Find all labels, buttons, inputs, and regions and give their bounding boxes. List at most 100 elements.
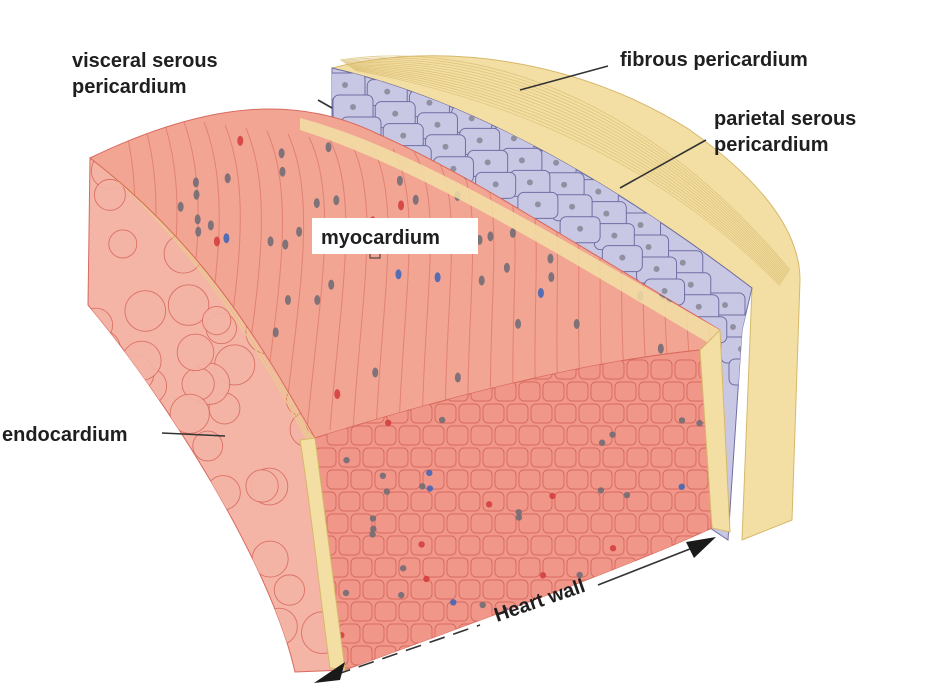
- cross-section-cell: [350, 425, 373, 446]
- muscle-nucleus: [267, 236, 274, 247]
- parietal-serous-label-line1: parietal serous: [714, 108, 856, 130]
- endocardial-cell: [202, 305, 232, 336]
- cross-section-cell: [626, 359, 649, 380]
- muscle-nucleus: [207, 220, 214, 231]
- endocardial-cell: [108, 229, 138, 259]
- muscle-nucleus: [547, 253, 554, 264]
- cross-section-nucleus: [419, 483, 426, 490]
- endocardial-cell: [169, 487, 209, 527]
- endocardial-cell: [88, 527, 111, 564]
- parietal-nucleus: [619, 254, 626, 261]
- cross-section-cell: [434, 535, 457, 556]
- cross-section-cell: [434, 667, 457, 670]
- muscle-nucleus: [396, 175, 403, 186]
- parietal-nucleus: [569, 203, 576, 210]
- cross-section-cell: [626, 579, 649, 600]
- cross-section-nucleus: [515, 509, 522, 516]
- cross-section-cell: [542, 469, 565, 490]
- cross-section-cell: [542, 381, 565, 402]
- cross-section-nucleus: [438, 416, 446, 424]
- cross-section-cell: [386, 447, 409, 468]
- cross-section-nucleus: [539, 572, 547, 579]
- parietal-nucleus: [434, 121, 441, 128]
- cross-section-nucleus: [379, 472, 387, 479]
- cross-section-cell: [470, 513, 493, 534]
- parietal-nucleus: [722, 302, 728, 308]
- cross-section-cell: [638, 381, 661, 402]
- cross-section-cell: [362, 579, 385, 600]
- leader-fibrous: [519, 65, 609, 91]
- cross-section-cell: [554, 491, 577, 512]
- muscle-nucleus: [537, 287, 544, 298]
- cross-section-cell: [410, 579, 433, 600]
- cross-section-nucleus: [685, 613, 692, 620]
- cross-section-nucleus: [370, 525, 377, 533]
- muscle-fiber: [306, 136, 326, 431]
- cross-section-nucleus: [369, 515, 377, 522]
- cross-section-cell: [458, 447, 481, 468]
- cross-section-nucleus: [623, 491, 631, 499]
- endocardial-cell: [96, 364, 142, 409]
- parietal-nucleus: [526, 179, 533, 186]
- muscle-fiber: [392, 148, 410, 431]
- cross-section-cell: [362, 667, 385, 670]
- cross-section-nucleus: [383, 488, 390, 495]
- fibrous-strands: [339, 55, 791, 286]
- cross-section-cell: [686, 557, 709, 578]
- cross-section-cell: [482, 491, 505, 512]
- muscle-nucleus: [487, 231, 494, 242]
- cross-section-nucleus: [398, 591, 405, 599]
- cross-section-cell: [434, 447, 457, 468]
- cross-section-cell: [710, 601, 712, 622]
- cross-section-cell: [554, 447, 577, 468]
- cross-section-cell: [626, 535, 649, 556]
- muscle-nucleus: [334, 389, 341, 400]
- cross-section-nucleus: [549, 492, 556, 500]
- cross-section-cell: [650, 623, 673, 644]
- cross-section-cell: [494, 513, 517, 534]
- fibrous-strand: [354, 69, 781, 285]
- cross-section-cell: [446, 469, 469, 490]
- cross-section-cell: [482, 535, 505, 556]
- cross-section-nucleus: [678, 417, 686, 424]
- cross-section-cell: [626, 491, 649, 512]
- cross-section-cell: [638, 513, 661, 534]
- fibrous-strand: [344, 62, 788, 276]
- muscle-fiber: [434, 154, 453, 431]
- endocardial-cell: [107, 500, 148, 541]
- cross-section-cell: [602, 667, 625, 670]
- fibrous-strand: [350, 66, 784, 282]
- cross-section-cell: [710, 557, 712, 578]
- cross-section-cell: [506, 623, 529, 644]
- cross-section-cell: [482, 667, 505, 670]
- cross-section-cell: [590, 513, 613, 534]
- endocardial-cell: [176, 589, 217, 631]
- leader-parietal: [619, 139, 707, 189]
- fibrous-strand: [345, 63, 787, 277]
- parietal-nucleus: [611, 232, 618, 239]
- cross-section-cell: [662, 645, 685, 666]
- cross-section-cell: [386, 623, 409, 644]
- muscle-nucleus: [478, 275, 485, 286]
- fibrous-strand: [347, 64, 786, 278]
- cross-section-cell: [626, 447, 649, 468]
- cross-section-nucleus: [343, 456, 350, 464]
- parietal-nucleus: [442, 143, 449, 150]
- endocardial-cell: [273, 574, 305, 606]
- fibrous-strand: [343, 60, 788, 274]
- cross-section-cell: [542, 645, 565, 666]
- cross-section-nucleus: [598, 439, 606, 446]
- cross-section-cell: [662, 425, 685, 446]
- endocardial-cell: [92, 616, 126, 649]
- fibrous-strand: [348, 65, 785, 279]
- cross-section-nucleus: [426, 485, 434, 492]
- cross-section-cell: [398, 425, 421, 446]
- cross-section-nucleus: [479, 601, 486, 609]
- parietal-nucleus: [661, 288, 668, 294]
- cross-section-cell: [506, 403, 529, 424]
- muscle-nucleus: [314, 295, 321, 306]
- cross-section-cell: [362, 491, 385, 512]
- cross-section-cell: [542, 557, 565, 578]
- cross-section-cell: [398, 469, 421, 490]
- cross-section-cell: [386, 667, 409, 670]
